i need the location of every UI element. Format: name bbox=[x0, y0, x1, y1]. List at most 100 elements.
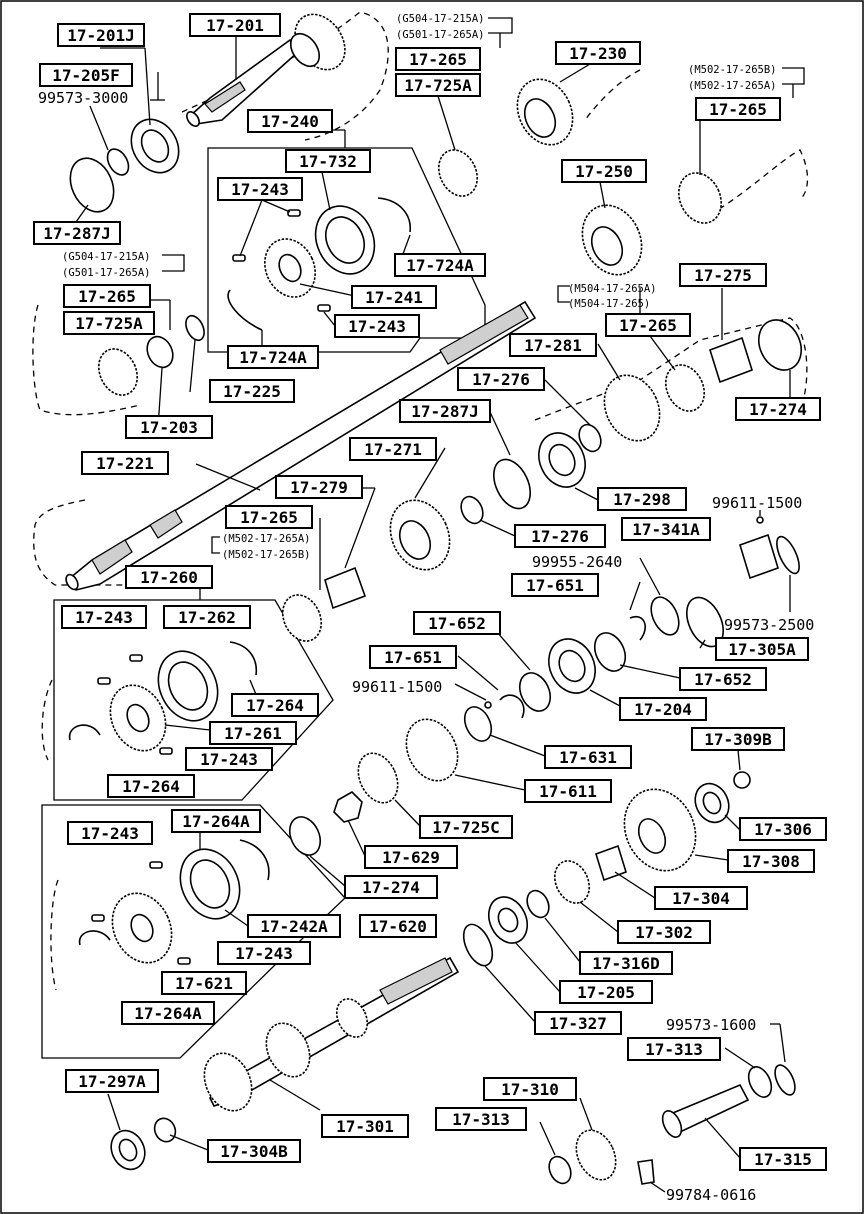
part-label[interactable]: 17-724A bbox=[394, 253, 486, 277]
collar-275-drawing bbox=[709, 336, 753, 384]
svg-text:17-262: 17-262 bbox=[178, 608, 236, 627]
part-label[interactable]: 17-262 bbox=[163, 605, 251, 629]
part-number[interactable]: 99573-1600 bbox=[666, 1016, 756, 1034]
part-label[interactable]: 17-243 bbox=[334, 314, 420, 338]
part-number[interactable]: 99955-2640 bbox=[532, 553, 622, 571]
part-label[interactable]: 17-629 bbox=[364, 845, 458, 869]
part-label[interactable]: 17-620 bbox=[359, 914, 437, 938]
part-label[interactable]: 17-265 bbox=[695, 97, 781, 121]
part-label[interactable]: 17-243 bbox=[217, 177, 303, 201]
key-651b-drawing bbox=[499, 694, 525, 719]
svg-text:17-264A: 17-264A bbox=[134, 1004, 202, 1023]
part-label[interactable]: 17-243 bbox=[217, 941, 311, 965]
part-label[interactable]: 17-221 bbox=[81, 451, 169, 475]
part-label[interactable]: 17-310 bbox=[483, 1077, 577, 1101]
part-label[interactable]: 17-274 bbox=[735, 397, 821, 421]
part-label[interactable]: 17-651 bbox=[369, 645, 457, 669]
part-label[interactable]: 17-264 bbox=[107, 774, 195, 798]
part-label[interactable]: 17-264A bbox=[121, 1001, 215, 1025]
part-label[interactable]: 17-261 bbox=[209, 721, 297, 745]
part-label[interactable]: 17-243 bbox=[67, 821, 153, 845]
svg-text:17-316D: 17-316D bbox=[592, 954, 659, 973]
part-label[interactable]: 17-265 bbox=[605, 313, 691, 337]
part-label[interactable]: 17-631 bbox=[544, 745, 632, 769]
svg-text:17-297A: 17-297A bbox=[78, 1072, 146, 1091]
part-label[interactable]: 17-276 bbox=[457, 367, 545, 391]
part-label[interactable]: 17-313 bbox=[435, 1107, 527, 1131]
part-label[interactable]: 17-250 bbox=[561, 159, 647, 183]
part-label[interactable]: 17-205F bbox=[39, 63, 133, 87]
part-label[interactable]: 17-313 bbox=[627, 1037, 721, 1061]
part-label[interactable]: 17-264 bbox=[231, 693, 319, 717]
part-label[interactable]: 17-279 bbox=[275, 475, 363, 499]
part-label[interactable]: 17-724A bbox=[227, 345, 319, 369]
part-number[interactable]: 99573-3000 bbox=[38, 89, 128, 107]
part-label[interactable]: 17-301 bbox=[321, 1114, 409, 1138]
part-label[interactable]: 17-287J bbox=[399, 399, 491, 423]
part-label[interactable]: 17-652 bbox=[679, 667, 767, 691]
svg-text:17-261: 17-261 bbox=[224, 724, 282, 743]
part-label[interactable]: 17-205 bbox=[559, 980, 653, 1004]
part-label[interactable]: 17-621 bbox=[161, 971, 247, 995]
part-label[interactable]: 17-287J bbox=[33, 221, 121, 245]
part-label[interactable]: 17-230 bbox=[555, 41, 641, 65]
svg-text:17-243: 17-243 bbox=[75, 608, 133, 627]
part-label[interactable]: 17-271 bbox=[349, 437, 437, 461]
part-label[interactable]: 17-265 bbox=[63, 284, 151, 308]
bolt-99784-0616-drawing bbox=[637, 1159, 655, 1185]
part-label[interactable]: 17-315 bbox=[739, 1147, 827, 1171]
part-label[interactable]: 17-201 bbox=[189, 13, 281, 37]
part-label[interactable]: 17-725A bbox=[63, 311, 155, 335]
dashed-outline-230 bbox=[584, 69, 641, 121]
part-label[interactable]: 17-241 bbox=[351, 285, 437, 309]
part-label[interactable]: 17-203 bbox=[125, 415, 213, 439]
variant-bracket-5 bbox=[211, 536, 220, 554]
part-label[interactable]: 17-725C bbox=[419, 815, 513, 839]
part-label[interactable]: 17-275 bbox=[679, 263, 767, 287]
part-label[interactable]: 17-297A bbox=[65, 1069, 159, 1093]
part-label[interactable]: 17-304 bbox=[654, 886, 748, 910]
gear-230-drawing bbox=[516, 78, 574, 146]
part-label[interactable]: 17-240 bbox=[247, 109, 333, 133]
synchro-620-drawing bbox=[78, 839, 270, 965]
part-number[interactable]: 99611-1500 bbox=[712, 494, 802, 512]
part-label[interactable]: 17-309B bbox=[691, 727, 785, 751]
part-label[interactable]: 17-341A bbox=[621, 517, 711, 541]
part-number[interactable]: 99784-0616 bbox=[666, 1186, 756, 1204]
part-label[interactable]: 17-732 bbox=[285, 149, 371, 173]
bearing-205-drawing bbox=[487, 896, 529, 944]
part-label[interactable]: 17-316D bbox=[579, 951, 673, 975]
part-label[interactable]: 17-265 bbox=[395, 47, 481, 71]
bearing-204-drawing bbox=[548, 638, 596, 694]
part-label[interactable]: 17-276 bbox=[514, 524, 606, 548]
part-label[interactable]: 17-302 bbox=[617, 920, 711, 944]
part-number[interactable]: 99611-1500 bbox=[352, 678, 442, 696]
part-label[interactable]: 17-242A bbox=[247, 914, 341, 938]
part-label[interactable]: 17-327 bbox=[534, 1011, 622, 1035]
part-label[interactable]: 17-243 bbox=[185, 747, 273, 771]
part-label[interactable]: 17-264A bbox=[171, 809, 261, 833]
part-label[interactable]: 17-281 bbox=[509, 333, 597, 357]
part-number[interactable]: 99573-2500 bbox=[724, 616, 814, 634]
part-label[interactable]: 17-611 bbox=[524, 779, 612, 803]
part-label[interactable]: 17-204 bbox=[619, 697, 707, 721]
part-label[interactable]: 17-305A bbox=[715, 637, 809, 661]
part-label[interactable]: 17-274 bbox=[344, 875, 438, 899]
part-label[interactable]: 17-243 bbox=[61, 605, 147, 629]
part-label[interactable]: 17-652 bbox=[413, 611, 501, 635]
part-label[interactable]: 17-304B bbox=[207, 1139, 301, 1163]
part-label[interactable]: 17-651 bbox=[511, 573, 599, 597]
part-label[interactable]: 17-298 bbox=[597, 487, 687, 511]
part-label[interactable]: 17-308 bbox=[727, 849, 815, 873]
part-label[interactable]: 17-260 bbox=[125, 565, 213, 589]
input-shaft-drawing bbox=[186, 13, 346, 127]
svg-text:17-620: 17-620 bbox=[369, 917, 427, 936]
svg-text:17-306: 17-306 bbox=[754, 820, 812, 839]
part-label[interactable]: 17-225 bbox=[209, 379, 295, 403]
part-label[interactable]: 17-201J bbox=[57, 23, 145, 47]
part-label[interactable]: 17-725A bbox=[395, 73, 481, 97]
variant-note: (M504-17-265A) bbox=[568, 283, 657, 295]
part-label[interactable]: 17-265 bbox=[225, 505, 313, 529]
part-label[interactable]: 17-306 bbox=[739, 817, 827, 841]
